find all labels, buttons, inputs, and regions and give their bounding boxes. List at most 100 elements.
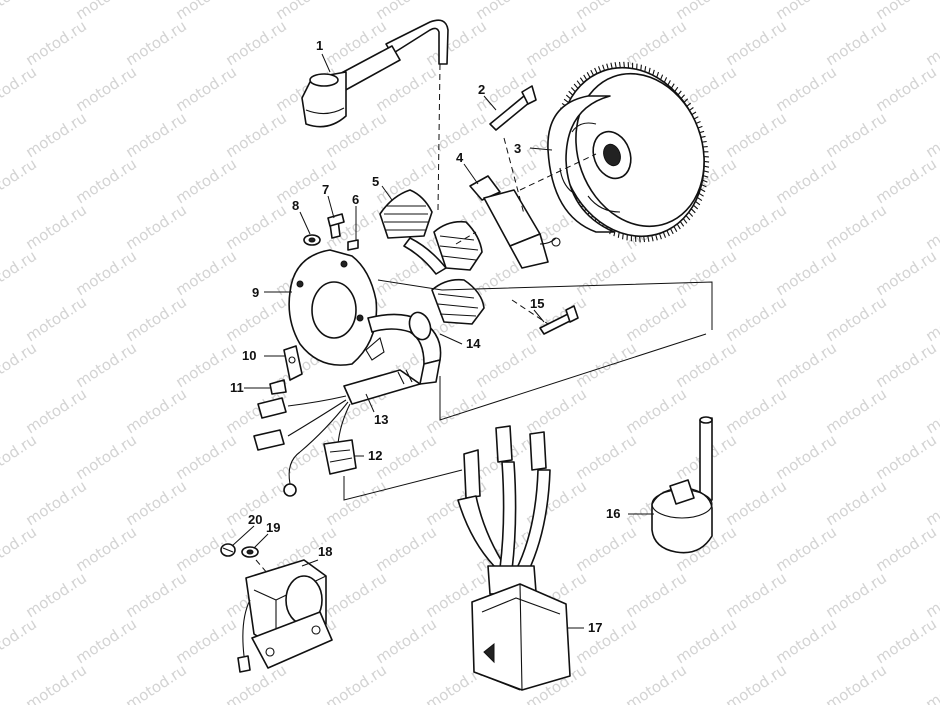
stator-plate-drawing (288, 249, 385, 366)
watermark-text: motod.ru (772, 63, 840, 116)
callout-leaders (231, 53, 654, 629)
watermark-text: motod.ru (22, 661, 90, 705)
cdi-unit-drawing (457, 425, 571, 691)
watermark-text: motod.ru (122, 109, 190, 162)
watermark-text: motod.ru (872, 339, 940, 392)
flywheel-drawing (547, 61, 710, 243)
watermark-text: motod.ru (0, 0, 40, 23)
watermark-text: motod.ru (922, 569, 940, 622)
watermark-text: motod.ru (772, 431, 840, 484)
watermark-text: motod.ru (172, 615, 240, 668)
watermark-text: motod.ru (872, 523, 940, 576)
watermark-text: motod.ru (0, 615, 40, 668)
watermark-text: motod.ru (322, 477, 390, 530)
callout-12: 12 (368, 448, 382, 463)
stator-coils-drawing (379, 189, 485, 325)
watermark-text: motod.ru (572, 523, 640, 576)
callout-3: 3 (514, 141, 521, 156)
watermark-text: motod.ru (772, 0, 840, 23)
watermark-text: motod.ru (822, 385, 890, 438)
wire-harness-drawing (253, 311, 442, 497)
callout-11: 11 (230, 380, 244, 395)
watermark-text: motod.ru (372, 523, 440, 576)
callout-6: 6 (352, 192, 359, 207)
watermark-text: motod.ru (722, 385, 790, 438)
watermark-text: motod.ru (672, 0, 740, 23)
watermark-text: motod.ru (172, 247, 240, 300)
watermark-text: motod.ru (722, 477, 790, 530)
watermark-text: motod.ru (672, 247, 740, 300)
callout-15: 15 (530, 296, 544, 311)
watermark-text: motod.ru (772, 615, 840, 668)
watermark-text: motod.ru (172, 63, 240, 116)
watermark-text: motod.ru (922, 201, 940, 254)
regulator-drawing (220, 543, 333, 673)
watermark-text: motod.ru (572, 339, 640, 392)
watermark-text: motod.ru (822, 17, 890, 70)
callout-5: 5 (372, 174, 379, 189)
watermark-text: motod.ru (822, 293, 890, 346)
watermark-text: motod.ru (722, 569, 790, 622)
spark-plug-cap-drawing (301, 19, 449, 128)
watermark-text: motod.ru (0, 63, 40, 116)
callout-17: 17 (588, 620, 602, 635)
callout-2: 2 (478, 82, 485, 97)
callout-19: 19 (266, 520, 280, 535)
bolt-drawing (489, 85, 537, 131)
watermark-text: motod.ru (672, 615, 740, 668)
watermark-text: motod.ru (872, 155, 940, 208)
watermark-text: motod.ru (572, 615, 640, 668)
watermark-text: motod.ru (22, 17, 90, 70)
callout-8: 8 (292, 198, 299, 213)
watermark-text: motod.ru (822, 661, 890, 705)
watermark-text: motod.ru (622, 385, 690, 438)
watermark-text: motod.ru (172, 155, 240, 208)
watermark-text: motod.ru (22, 477, 90, 530)
watermark-text: motod.ru (122, 661, 190, 705)
watermark-text: motod.ru (272, 155, 340, 208)
watermark-text: motod.ru (0, 247, 40, 300)
watermark-text: motod.ru (772, 155, 840, 208)
connector-drawing (323, 439, 357, 475)
watermark-text: motod.ru (22, 201, 90, 254)
watermark-text: motod.ru (222, 293, 290, 346)
watermark-text: motod.ru (72, 63, 140, 116)
callout-labels: 1 2 3 4 5 6 7 8 9 10 11 12 13 14 15 16 1… (230, 38, 620, 635)
watermark-text: motod.ru (22, 569, 90, 622)
watermark-text: motod.ru (622, 293, 690, 346)
watermark-text: motod.ru (822, 477, 890, 530)
watermark-text: motod.ru (572, 431, 640, 484)
watermark-text: motod.ru (22, 385, 90, 438)
callout-18: 18 (318, 544, 332, 559)
watermark-text: motod.ru (372, 63, 440, 116)
watermark-text: motod.ru (122, 569, 190, 622)
watermark-text: motod.ru (622, 17, 690, 70)
watermark-text: motod.ru (672, 339, 740, 392)
watermark-text: motod.ru (922, 17, 940, 70)
watermark-text: motod.ru (872, 63, 940, 116)
watermark-text: motod.ru (72, 523, 140, 576)
callout-7: 7 (322, 182, 329, 197)
watermark-text: motod.ru (72, 0, 140, 23)
watermark-text: motod.ru (372, 0, 440, 23)
watermark-text: motod.ru (572, 247, 640, 300)
watermark-text: motod.ru (472, 0, 540, 23)
callout-10: 10 (242, 348, 256, 363)
watermark-text: motod.ru (72, 247, 140, 300)
watermark-text: motod.ru (72, 431, 140, 484)
watermark-text: motod.ru (272, 0, 340, 23)
callout-9: 9 (252, 285, 259, 300)
watermark-text: motod.ru (122, 17, 190, 70)
watermark-text: motod.ru (322, 661, 390, 705)
watermark-text: motod.ru (0, 523, 40, 576)
watermark-text: motod.ru (722, 293, 790, 346)
watermark-text: motod.ru (772, 339, 840, 392)
watermark-text: motod.ru (872, 247, 940, 300)
watermark-text: motod.ru (222, 109, 290, 162)
watermark-text: motod.ru (572, 0, 640, 23)
callout-13: 13 (374, 412, 388, 427)
watermark-text: motod.ru (72, 339, 140, 392)
watermark-text: motod.ru (172, 431, 240, 484)
